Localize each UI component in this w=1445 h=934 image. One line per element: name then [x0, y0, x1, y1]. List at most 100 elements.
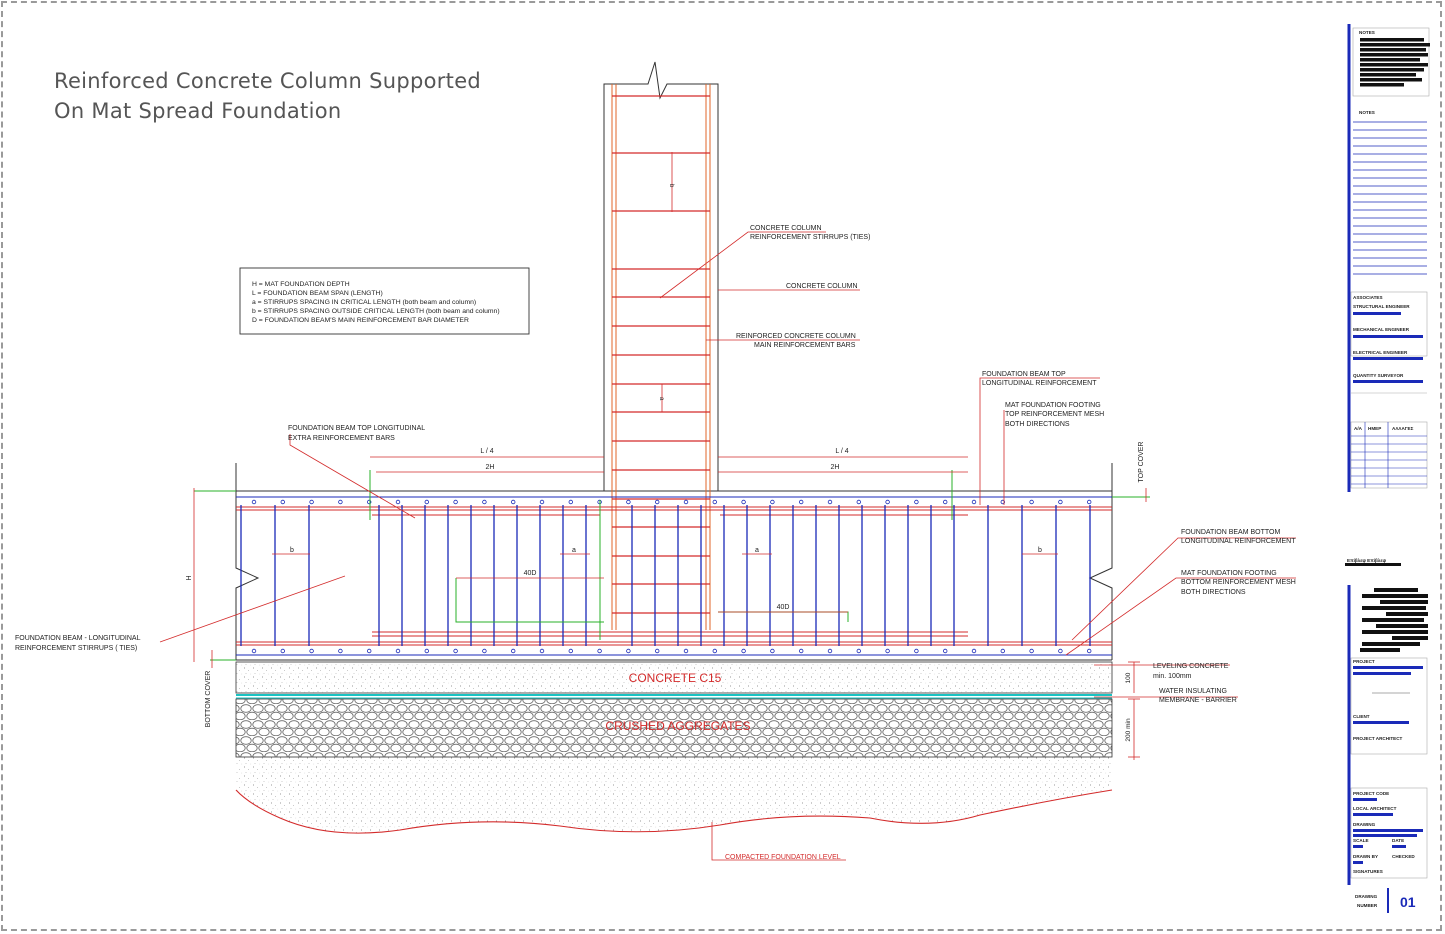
label-mat-top: BOTH DIRECTIONS [1005, 421, 1070, 428]
transverse-bar-bottom [482, 648, 487, 654]
transverse-bar-top [1029, 499, 1034, 505]
label-fb-extra: FOUNDATION BEAM TOP LONGITUDINAL [288, 425, 425, 432]
dim-a-left: a [572, 547, 576, 554]
legend-item-5: D = FOUNDATION BEAM'S MAIN REINFORCEMENT… [252, 317, 469, 324]
dim-2h-left: 2H [486, 464, 495, 471]
redaction-bar [1360, 83, 1404, 87]
transverse-bar-top [943, 499, 948, 505]
transverse-bar-bottom [597, 648, 602, 654]
transverse-bar-bottom [568, 648, 573, 654]
transverse-bar-top [367, 499, 372, 505]
tb-date: DATE [1392, 838, 1404, 843]
tb-rev-col1: A/A [1354, 426, 1363, 431]
callout-labels: CONCRETE COLUMN REINFORCEMENT STIRRUPS (… [15, 225, 1296, 861]
label-concrete-column: CONCRETE COLUMN [786, 283, 858, 290]
transverse-bar-top [712, 499, 717, 505]
label-fb-stirrups: REINFORCEMENT STIRRUPS ( TIES) [15, 645, 137, 652]
tb-rev-col3: ΑΛΛΑΓΕΣ [1392, 426, 1414, 431]
transverse-bar-bottom [539, 648, 545, 654]
tb-electrical-value [1353, 357, 1423, 360]
tb-checked: CHECKED [1392, 854, 1415, 859]
redaction-bar [1362, 606, 1426, 610]
redaction-bar [1362, 642, 1420, 646]
transverse-bar-bottom [799, 648, 804, 654]
transverse-bar-top [280, 499, 285, 505]
transverse-bar-bottom [914, 648, 919, 654]
beam-stirrups [240, 505, 1091, 646]
tb-signature-note: Επίβλεψ Επίβλεψ [1347, 558, 1387, 563]
transverse-bar-top [453, 499, 458, 505]
tb-signatures: SIGNATURES [1353, 869, 1383, 874]
transverse-bar-bottom [1000, 648, 1005, 654]
tb-client-value [1353, 721, 1409, 724]
concrete-c15-layer [235, 661, 1113, 694]
tb-note-lines [1353, 121, 1427, 275]
tb-revision-box [1350, 421, 1428, 489]
tb-redacted-notes [1360, 38, 1430, 87]
tb-redacted-stamp [1345, 563, 1428, 652]
transverse-bar-top [338, 499, 343, 505]
tb-drawing-number: 01 [1400, 894, 1416, 910]
tb-structural-value [1353, 312, 1401, 315]
label-fb-top: LONGITUDINAL REINFORCEMENT [982, 380, 1097, 387]
redaction-bar [1360, 63, 1428, 67]
transverse-bar-top [914, 499, 919, 505]
transverse-bar-bottom [626, 648, 631, 654]
redaction-bar [1360, 58, 1420, 62]
label-col-stirrups: CONCRETE COLUMN [750, 225, 822, 232]
transverse-bar-top [309, 499, 314, 505]
tb-rev-col2: HMEP [1368, 426, 1381, 431]
tb-electrical: ELECTRICAL ENGINEER [1353, 350, 1408, 355]
redaction-bar [1386, 612, 1428, 616]
dim-200: 200 min [1125, 718, 1132, 742]
dim-l4-right: L / 4 [835, 448, 848, 455]
tb-quantity-value [1353, 380, 1423, 383]
transverse-bar-top [683, 499, 689, 505]
transverse-bar-bottom [424, 648, 429, 654]
transverse-bar-bottom [943, 648, 948, 654]
legend-box [239, 267, 530, 335]
dim-40d-left: 40D [524, 570, 537, 577]
transverse-bar-top [971, 499, 977, 505]
transverse-bar-bottom [856, 648, 861, 654]
tb-project-code: PROJECT CODE [1353, 791, 1389, 796]
transverse-bar-bottom [741, 648, 746, 654]
dim-2h-right: 2H [831, 464, 840, 471]
label-mat-bottom: BOTTOM REINFORCEMENT MESH [1181, 579, 1296, 586]
dim-l4-left: L / 4 [480, 448, 493, 455]
dim-a-right: a [755, 547, 759, 554]
transverse-bar-bottom [367, 648, 372, 654]
transverse-bar-top [626, 499, 631, 505]
transverse-bar-top [741, 499, 746, 505]
transverse-bar-top [799, 499, 804, 505]
tb-drawing-value [1353, 829, 1423, 832]
column-outline [603, 61, 719, 491]
tb-project-code-value [1353, 798, 1377, 801]
redaction-bar [1392, 636, 1428, 640]
transverse-bar-top [568, 499, 573, 505]
label-concrete-c15: CONCRETE C15 [629, 671, 722, 685]
dim-b-right: b [1038, 547, 1042, 554]
tb-notes-1: NOTES [1359, 30, 1375, 35]
tb-scale: SCALE [1353, 838, 1369, 843]
transverse-bars [251, 499, 1092, 654]
transverse-bar-top [482, 499, 487, 505]
tb-notes-2: NOTES [1359, 110, 1375, 115]
label-crushed: CRUSHED AGGREGATES [605, 719, 750, 733]
redaction-bar [1360, 73, 1416, 77]
label-leveling: LEVELING CONCRETE [1153, 663, 1229, 670]
tb-local-architect-value [1353, 813, 1393, 816]
dimension-texts: L / 4 2H L / 4 2H 40D 40D a a b b [290, 448, 1042, 611]
redaction-bar [1360, 53, 1428, 57]
label-mat-top: TOP REINFORCEMENT MESH [1005, 411, 1104, 418]
transverse-bar-bottom [683, 648, 689, 654]
transverse-bar-bottom [251, 648, 257, 654]
tb-scale-value [1353, 845, 1363, 848]
legend-items: H = MAT FOUNDATION DEPTH L = FOUNDATION … [252, 281, 500, 324]
dim-100: 100 [1125, 672, 1132, 683]
drawing-title: Reinforced Concrete Column Supported On … [54, 66, 481, 126]
tb-drawing: DRAWING [1353, 822, 1376, 827]
transverse-bar-top [827, 499, 833, 505]
dim-h: H [186, 575, 193, 580]
